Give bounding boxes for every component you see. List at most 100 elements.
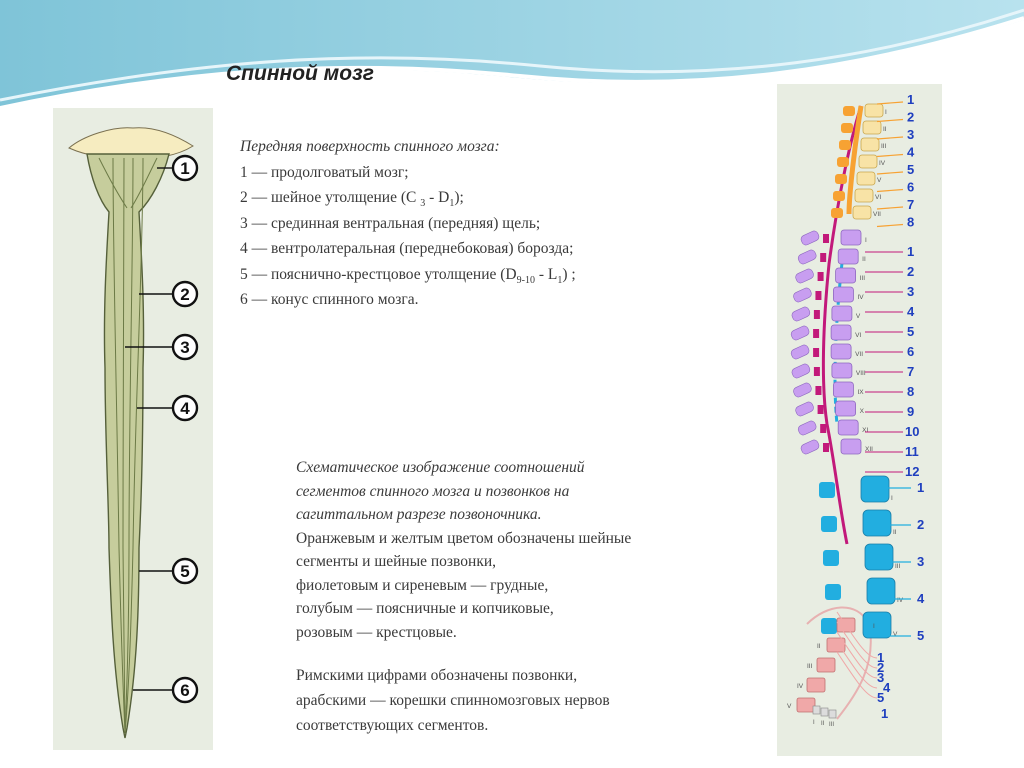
vertebra-label: VII	[855, 351, 863, 358]
nerve-number: 6	[907, 344, 914, 359]
thoracic-vertebra	[833, 286, 854, 303]
numbering-note: Римскими цифрами обозначены позвонки, ар…	[296, 663, 746, 738]
thoracic-segment	[813, 310, 820, 319]
thoracic-segment	[813, 367, 820, 376]
note-line: соответствующих сегментов.	[296, 717, 489, 734]
schematic-caption-line: сагиттальном разрезе позвоночника.	[296, 506, 542, 523]
legend-item-6: 6 — конус спинного мозга.	[240, 291, 419, 308]
vertebra-label: V	[787, 703, 792, 710]
callout-circle	[171, 154, 199, 182]
vertebra-label: XII	[865, 446, 873, 453]
vertebra-label: II	[893, 529, 897, 536]
coccygeal-vertebra	[828, 709, 837, 719]
thoracic-segment	[823, 234, 829, 243]
nerve-number: 3	[877, 670, 884, 685]
thoracic-vertebra	[831, 305, 853, 322]
legend-item-5: 5 — пояснично-крестцовое утолщение (D9-1…	[240, 265, 576, 286]
callout-circle	[171, 557, 199, 585]
nerve-number: 7	[907, 197, 914, 212]
thoracic-vertebra	[830, 324, 852, 341]
vertebra-label: X	[860, 408, 865, 415]
nerve-root-line	[836, 641, 878, 689]
vertebra-label: III	[895, 563, 901, 570]
vertebra-label: I	[873, 623, 875, 630]
schematic-caption-line: Схематическое изображение соотношений	[296, 459, 585, 476]
nerve-root-line	[876, 171, 904, 175]
cervical-arch	[837, 157, 849, 167]
callout-circle	[171, 333, 199, 361]
cervical-vertebra	[854, 188, 874, 203]
cervical-vertebra	[858, 154, 878, 169]
legend-item-1: 1 — продолговатый мозг;	[240, 163, 409, 181]
thoracic-arch	[797, 420, 817, 436]
lumbar-vertebra	[866, 577, 896, 605]
coccygeal-vertebra	[820, 707, 829, 717]
callout-number: 6	[180, 681, 189, 700]
callout-number: 3	[180, 338, 189, 357]
nerve-number: 4	[883, 680, 891, 695]
vertebra-label: XI	[862, 427, 868, 434]
vertebra-label: I	[891, 495, 893, 502]
color-key-line: Оранжевым и желтым цветом обозначены шей…	[296, 529, 632, 547]
sacral-vertebra	[796, 697, 816, 713]
cervical-arch	[843, 106, 855, 116]
vertebra-label: IV	[797, 683, 804, 690]
anterior-surface-legend: Передняя поверхность спинного мозга: 1 —…	[240, 134, 760, 313]
thoracic-vertebra	[837, 419, 859, 436]
thoracic-segment	[813, 348, 820, 357]
callout-circle	[171, 676, 199, 704]
vertebra-label: II	[817, 643, 821, 650]
nerve-number: 4	[907, 304, 915, 319]
thoracic-vertebra	[830, 343, 852, 360]
lumbar-arch	[821, 618, 837, 634]
lumbar-arch	[823, 550, 839, 566]
callout-number: 2	[180, 285, 189, 304]
legend-item-3: 3 — срединная вентральная (передняя) щел…	[240, 214, 541, 232]
thoracic-segment	[817, 405, 824, 414]
nerve-number: 2	[877, 660, 884, 675]
thoracic-segment	[817, 272, 824, 281]
cervical-vertebra	[864, 103, 884, 118]
cervical-vertebra	[862, 120, 882, 135]
nerve-root-line	[876, 188, 904, 193]
vertebra-label: III	[881, 143, 887, 150]
vertebra-label: III	[860, 275, 866, 282]
vertebra-label: V	[856, 313, 861, 320]
nerve-number: 5	[877, 690, 884, 705]
lumbar-vertebra	[860, 475, 890, 503]
lumbar-vertebra	[862, 611, 892, 639]
thoracic-segment	[813, 329, 820, 338]
nerve-number: 8	[907, 384, 914, 399]
vertebra-label: V	[893, 631, 898, 638]
thoracic-segment	[815, 386, 822, 395]
thoracic-vertebra	[833, 381, 854, 398]
vertebra-label: I	[865, 237, 867, 244]
nerve-number: 12	[905, 464, 919, 479]
thoracic-arch	[793, 382, 812, 398]
vertebra-label: VI	[875, 194, 881, 201]
vertebra-label: VIII	[856, 370, 866, 377]
sacral-vertebra	[826, 637, 846, 653]
nerve-number: 5	[907, 324, 914, 339]
nerve-number: 2	[917, 517, 924, 532]
cervical-arch	[835, 174, 847, 184]
nerve-number: 6	[907, 180, 914, 195]
header-wave-decoration	[0, 0, 1024, 110]
nerve-number: 7	[907, 364, 914, 379]
lumbar-arch	[825, 584, 841, 600]
nerve-number: 4	[917, 591, 925, 606]
nerve-number: 1	[881, 706, 888, 721]
nerve-root-line	[836, 621, 878, 669]
thoracic-segment	[815, 291, 822, 300]
color-key-line: сегменты и шейные позвонки,	[296, 553, 497, 570]
nerve-number: 2	[907, 110, 914, 125]
thoracic-arch	[791, 363, 811, 379]
color-key-line: розовым — крестцовые.	[296, 623, 457, 641]
nerve-number: 1	[877, 650, 884, 665]
cervical-arch	[841, 123, 853, 133]
vertebra-label: II	[883, 126, 887, 133]
legend-item-4: 4 — вентролатеральная (переднебоковая) б…	[240, 240, 574, 257]
thoracic-vertebra	[840, 229, 862, 246]
thoracic-vertebra	[835, 267, 856, 284]
